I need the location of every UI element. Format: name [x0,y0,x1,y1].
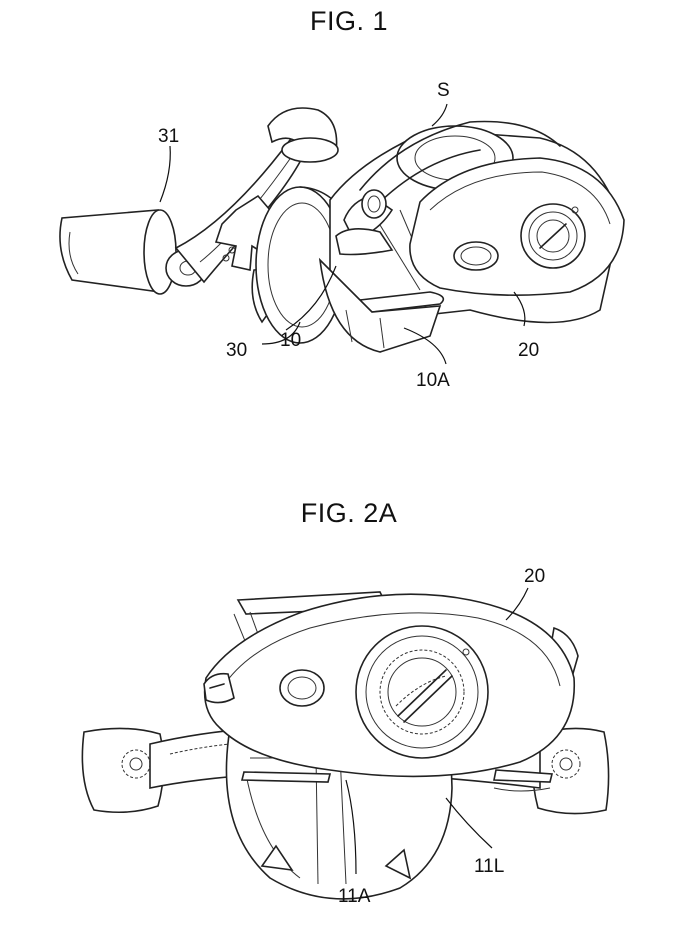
figure-1-drawing: S 31 30 10 10A 20 [59,80,625,391]
level-wind [335,189,394,256]
side-cover-palming-side [203,593,576,778]
label-10A: 10A [416,370,450,391]
thumb-bar-side [240,769,554,792]
figure-2a-leader-lines [345,587,529,875]
figure-2a-title: FIG. 2A [300,498,398,528]
handle-knob-top [267,107,339,163]
fishing-reel-side-view [81,591,610,900]
side-cover-palming-side [409,157,625,296]
label-20: 20 [524,566,545,587]
handle-knob-left [81,727,165,814]
label-10: 10 [280,330,301,351]
label-11A: 11A [338,886,371,907]
handle-knob-left [59,209,207,295]
label-11L: 11L [474,856,504,877]
label-S: S [437,80,450,101]
figure-1-title: FIG. 1 [309,6,388,36]
label-31: 31 [158,126,179,147]
figure-1-leader-lines [159,103,526,365]
figure-2a-drawing: 20 11A 11L [81,566,610,907]
spool-bottom [318,257,442,353]
label-30: 30 [226,340,247,361]
fishing-reel-perspective-view [59,107,625,353]
label-20: 20 [518,340,539,361]
